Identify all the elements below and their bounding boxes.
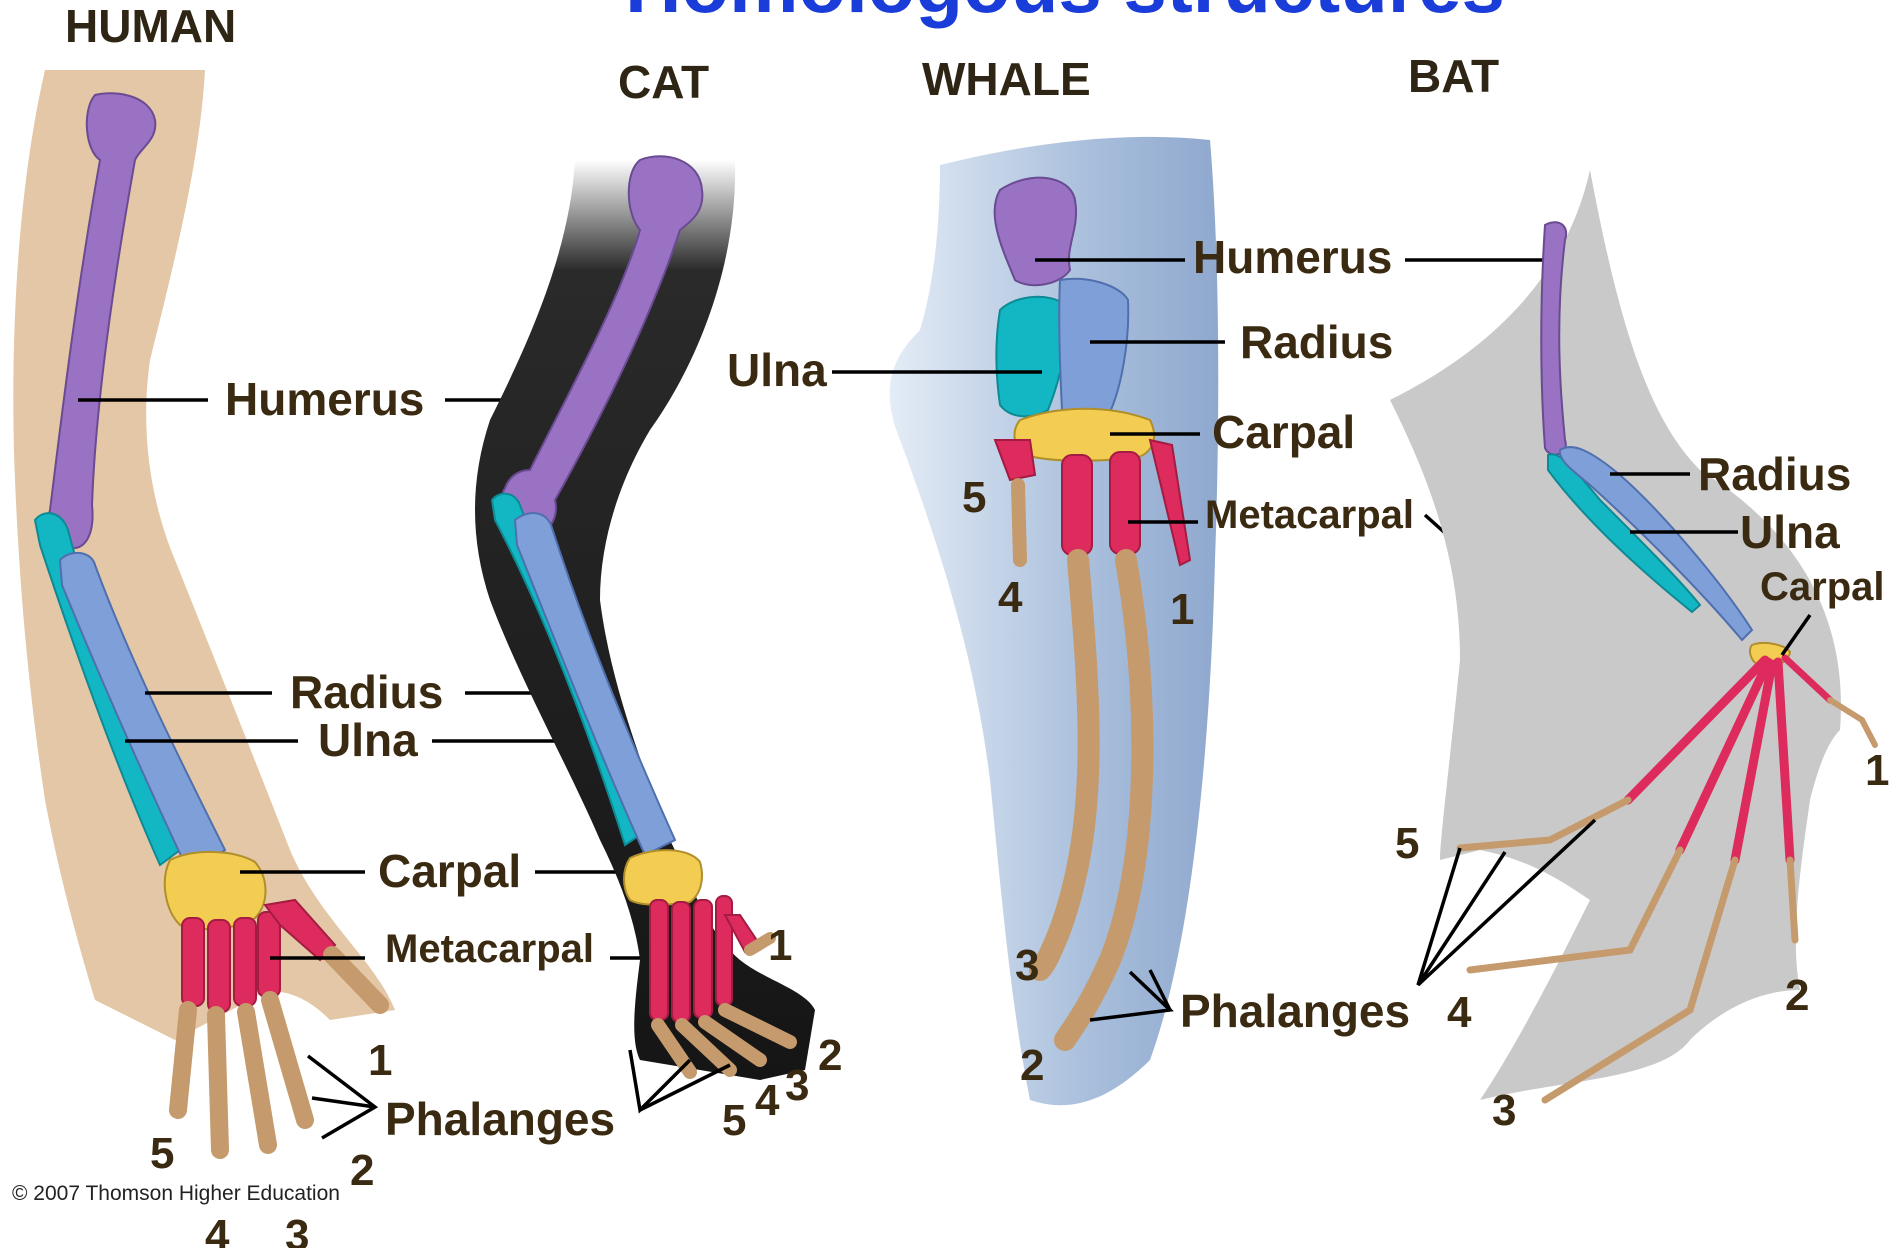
- bat-digit-4-label: 4: [1447, 988, 1472, 1037]
- bat-wing: [1390, 170, 1875, 1100]
- whale-digit-3: 3: [1015, 941, 1039, 990]
- animal-name-bat: BAT: [1408, 50, 1499, 102]
- cat-digit-1: 1: [768, 921, 792, 970]
- human-radius-label: Radius: [290, 666, 443, 718]
- bat-ulna-label: Ulna: [1740, 506, 1840, 558]
- bat-digit-2: 2: [1785, 971, 1809, 1020]
- whale-radius-label: Radius: [1240, 316, 1393, 368]
- cat-digit-2: 2: [818, 1031, 842, 1080]
- human-phalanges-label: Phalanges: [385, 1093, 615, 1145]
- cat-digit-5: 5: [722, 1096, 746, 1145]
- bat-radius-label: Radius: [1698, 448, 1851, 500]
- whale-digit-5: 5: [962, 473, 986, 522]
- human-digit-1: 1: [368, 1036, 392, 1085]
- bat-carpal-label: Carpal: [1760, 565, 1885, 609]
- whale-phalanges-label: Phalanges: [1180, 985, 1410, 1037]
- figure-title: Homologous structures: [625, 0, 1505, 29]
- human-digit-5: 5: [150, 1129, 174, 1178]
- bat-digit-1: 1: [1865, 746, 1889, 795]
- whale-digit-4: 4: [998, 573, 1023, 622]
- animal-name-human: HUMAN: [65, 0, 236, 52]
- cat-digit-3: 3: [785, 1061, 809, 1110]
- cat-carpals: [624, 850, 702, 905]
- human-metacarpal-label: Metacarpal: [385, 927, 594, 971]
- human-digit-4: 4: [205, 1211, 230, 1248]
- whale-digit-2: 2: [1020, 1041, 1044, 1090]
- whale-humerus-label: Humerus: [1193, 231, 1392, 283]
- whale-ulna-label: Ulna: [727, 344, 827, 396]
- human-carpal-label: Carpal: [378, 845, 521, 897]
- human-digit-2: 2: [350, 1146, 374, 1195]
- bat-membrane: [1390, 170, 1841, 1100]
- whale-digit-1: 1: [1170, 585, 1194, 634]
- animal-name-cat: CAT: [618, 56, 709, 108]
- bat-digit-5: 5: [1395, 819, 1419, 868]
- copyright-notice: © 2007 Thomson Higher Education: [12, 1182, 340, 1205]
- human-humerus-label: Humerus: [225, 373, 424, 425]
- cat-digit-4: 4: [755, 1076, 780, 1125]
- bat-digit-3: 3: [1492, 1086, 1516, 1135]
- human-ulna-label: Ulna: [318, 714, 418, 766]
- whale-carpal-label: Carpal: [1212, 406, 1355, 458]
- whale-metacarpal-label: Metacarpal: [1205, 493, 1414, 537]
- human-digit-3: 3: [285, 1211, 309, 1248]
- animal-name-whale: WHALE: [922, 53, 1091, 105]
